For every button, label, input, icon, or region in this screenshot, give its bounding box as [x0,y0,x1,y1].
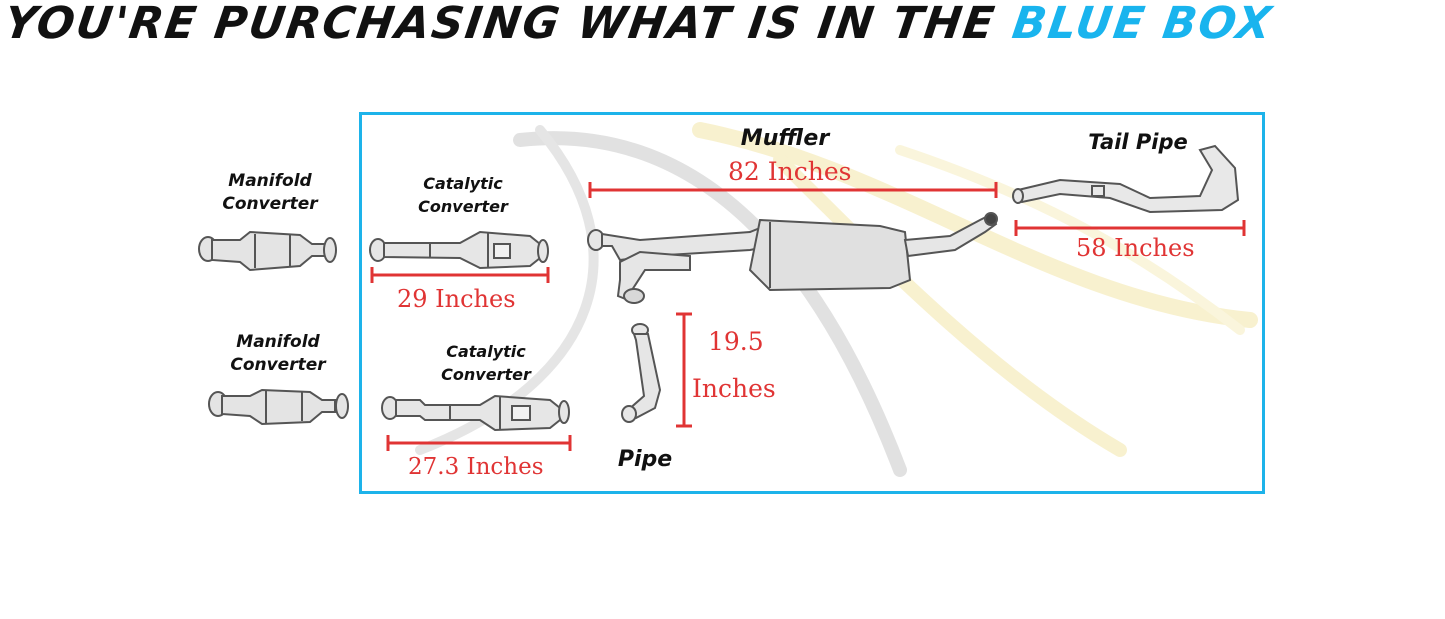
catalytic-converter-bottom-label: Catalytic Converter [423,340,549,386]
manifold-bottom-line1: Manifold [236,332,320,352]
pipe-label: Pipe [617,447,673,472]
catalytic-converter-top-label: Catalytic Converter [400,172,526,218]
pipe-measurement-value: 19.5 [708,327,764,356]
manifold-converter-top-label: Manifold Converter [210,170,330,216]
muffler-label: Muffler [740,126,830,151]
measurement-bars [370,182,1246,451]
catalytic-converter-bottom-part [381,394,570,432]
tail-pipe-measurement: 58 Inches [1076,234,1195,262]
catalytic-converter-top-part [369,230,549,270]
manifold-converter-top-part [198,230,337,272]
blue-box-outline [359,112,1265,494]
tail-pipe-label: Tail Pipe [1088,130,1188,154]
catalytic-top-line2: Converter [418,197,508,216]
manifold-converter-bottom-part [208,388,349,426]
manifold-top-line2: Converter [222,194,318,214]
pipe-part [621,323,662,423]
tail-pipe-part [1012,144,1240,214]
muffler-measurement: 82 Inches [728,157,852,186]
manifold-converter-bottom-label: Manifold Converter [218,331,338,377]
catalytic-bottom-measurement: 27.3 Inches [408,454,544,480]
catalytic-bottom-line2: Converter [441,365,531,384]
pipe-measurement-unit: Inches [692,374,776,403]
manifold-bottom-line2: Converter [230,355,326,375]
manifold-top-line1: Manifold [228,171,312,191]
catalytic-top-line1: Catalytic [423,174,503,193]
catalytic-top-measurement: 29 Inches [397,285,516,313]
muffler-part [587,212,998,304]
catalytic-bottom-line1: Catalytic [446,342,526,361]
